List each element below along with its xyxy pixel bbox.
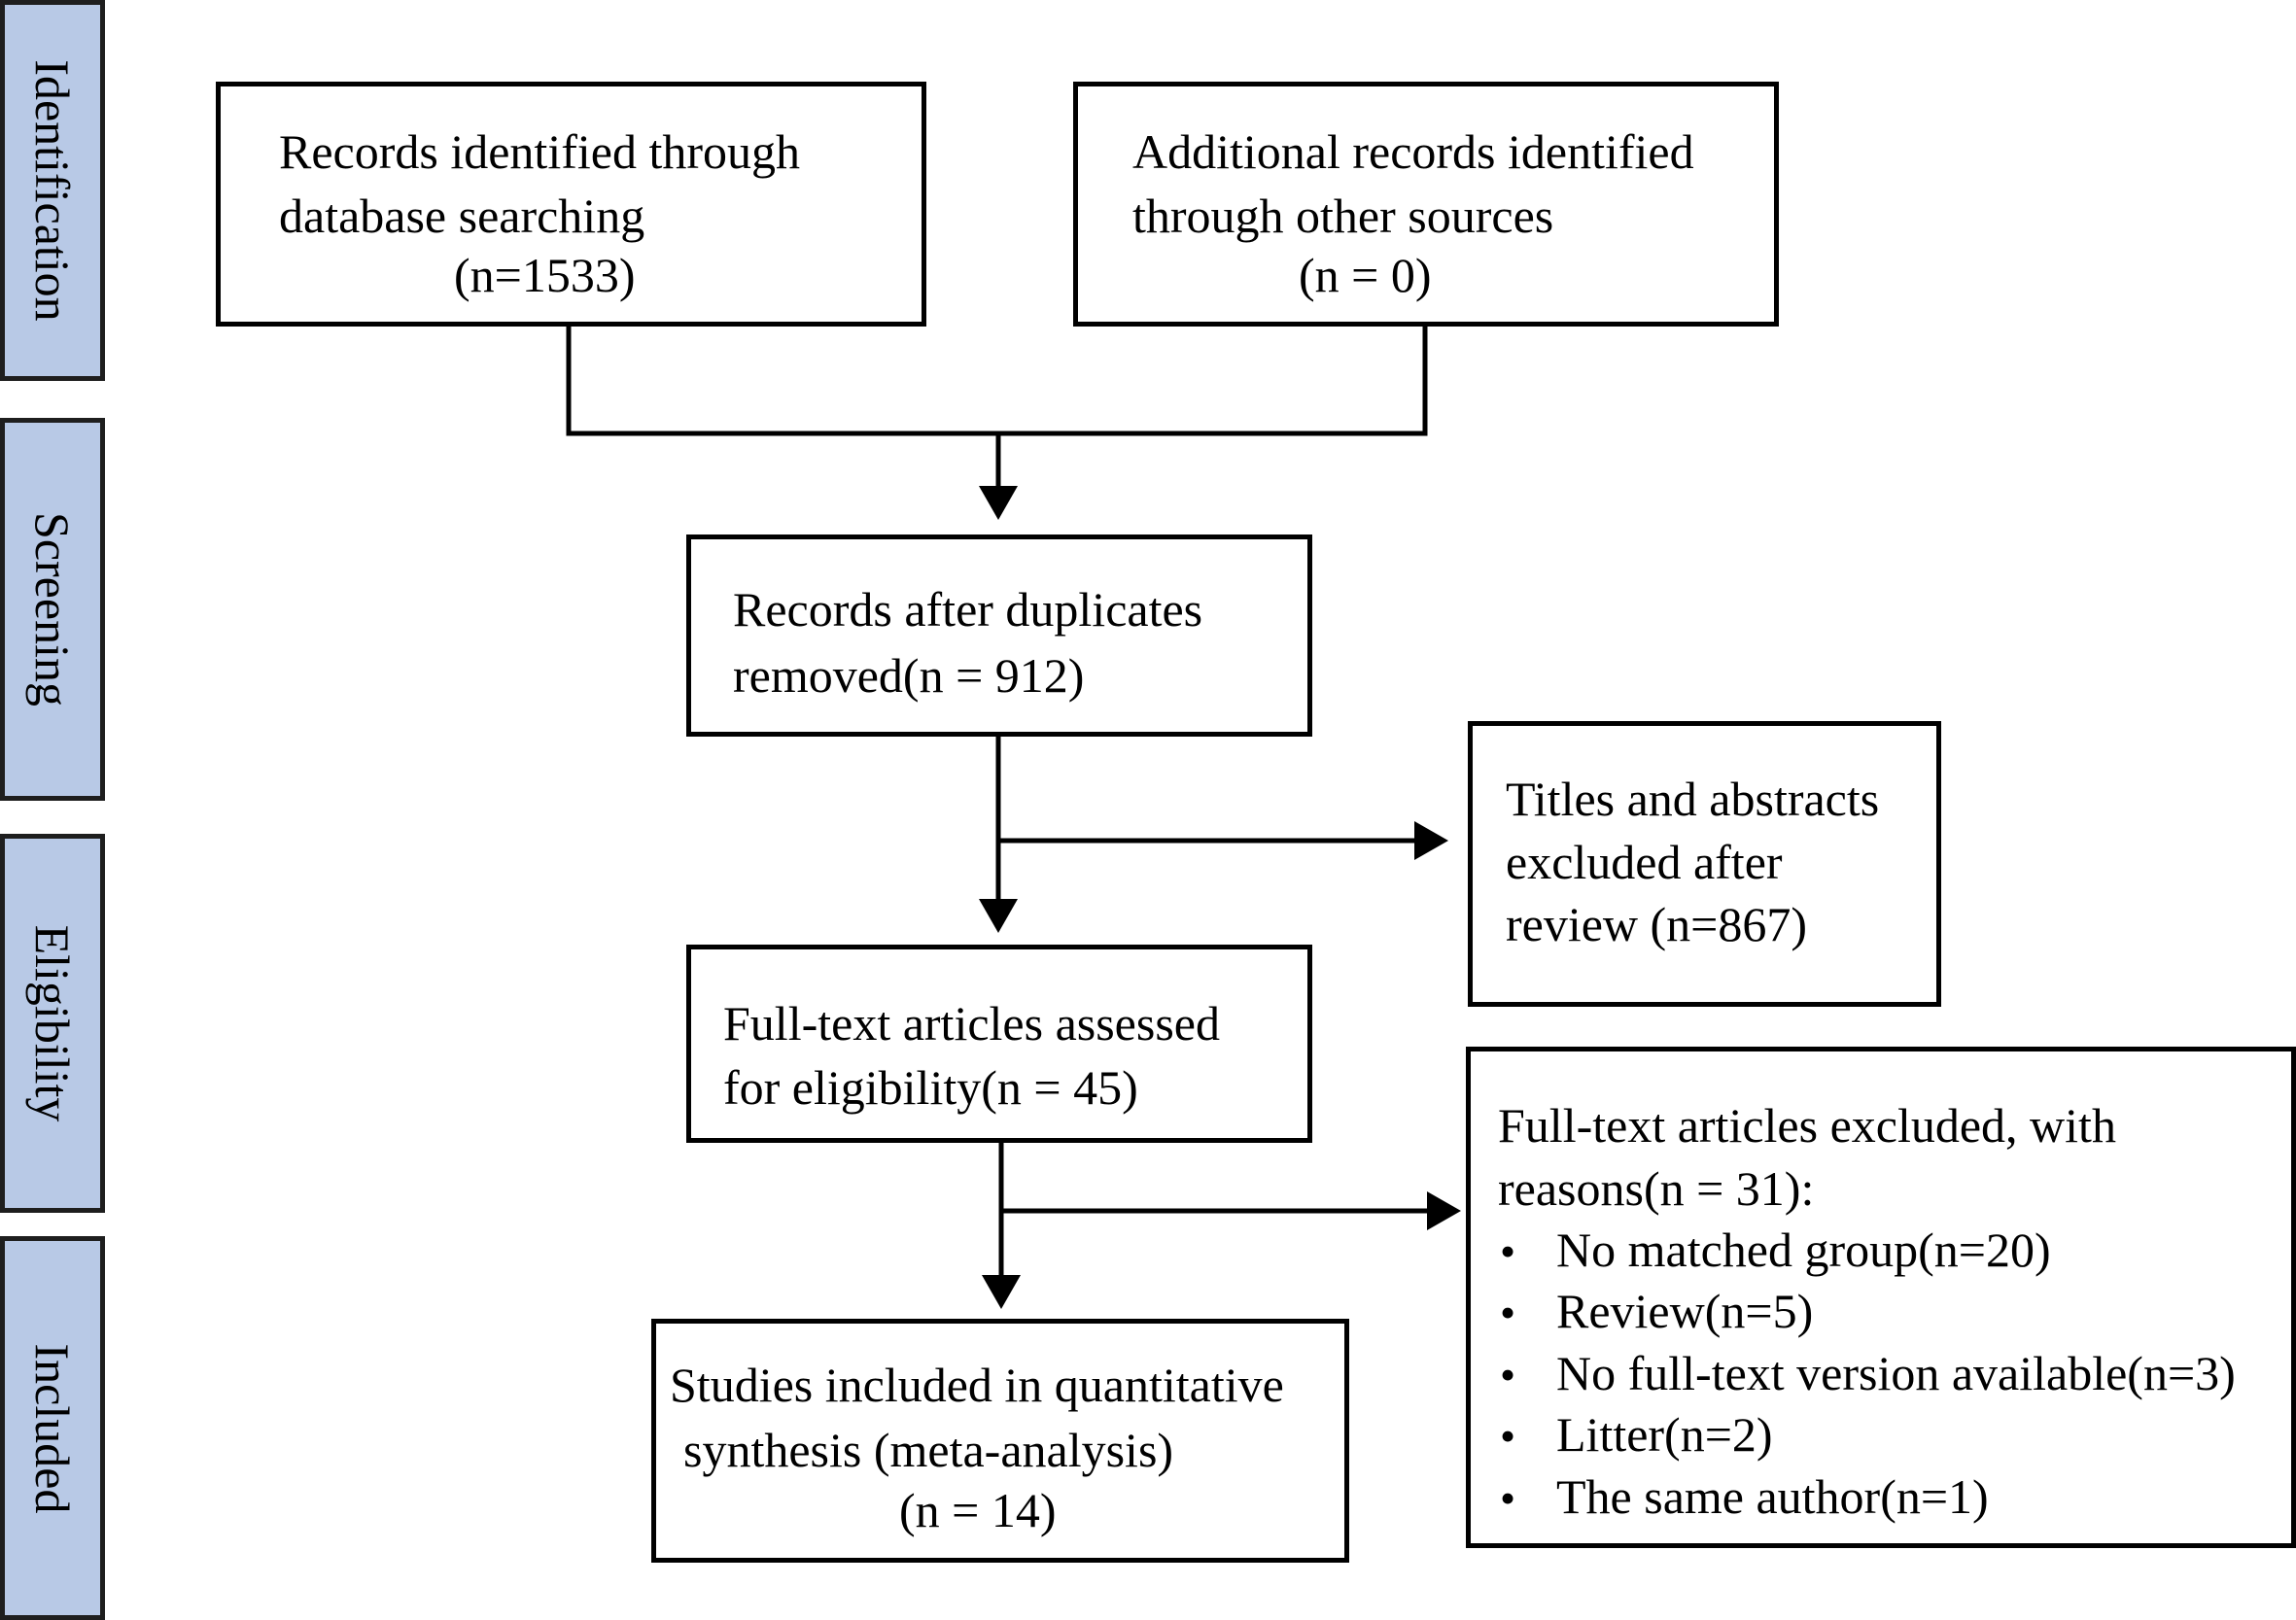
fulltext-excluded-box: Full-text articles excluded, with reason… — [1466, 1047, 2296, 1548]
titles-excluded-line-1: Titles and abstracts — [1506, 772, 1880, 826]
database-records-count: (n=1533) — [454, 248, 636, 302]
included-studies-count: (n = 14) — [899, 1483, 1057, 1537]
titles-excluded-line-2: excluded after — [1506, 835, 1783, 889]
phase-included: Included — [0, 1236, 105, 1620]
other-sources-line-2: through other sources — [1132, 189, 1554, 243]
database-records-box: Records identified through database sear… — [216, 82, 926, 327]
titles-excluded-line-3: review (n=867) — [1506, 897, 1808, 951]
titles-abstracts-excluded-box: Titles and abstracts excluded after revi… — [1468, 721, 1941, 1007]
fulltext-assessed-line-2: for eligibility(n = 45) — [723, 1060, 1138, 1115]
phase-eligibility: Eligibility — [0, 834, 105, 1213]
database-records-line-1: Records identified through — [279, 124, 800, 179]
reason-item: No full-text version available(n=3) — [1556, 1346, 2236, 1400]
fulltext-excluded-line-2: reasons(n = 31): — [1498, 1161, 1815, 1216]
phase-eligibility-label: Eligibility — [25, 924, 80, 1122]
after-duplicates-line-1: Records after duplicates — [733, 582, 1203, 637]
phase-screening-label: Screening — [25, 512, 80, 707]
reason-bullet: • — [1500, 1411, 1516, 1461]
reason-bullet: • — [1500, 1350, 1516, 1399]
fulltext-excluded-line-1: Full-text articles excluded, with — [1498, 1098, 2116, 1153]
other-sources-count: (n = 0) — [1299, 248, 1432, 302]
phase-screening: Screening — [0, 418, 105, 801]
phase-identification: Identification — [0, 0, 105, 381]
included-studies-line-1: Studies included in quantitative — [670, 1358, 1284, 1412]
reason-bullet: • — [1500, 1226, 1516, 1276]
reason-item: Litter(n=2) — [1556, 1407, 1773, 1462]
included-studies-line-2: synthesis (meta-analysis) — [683, 1423, 1174, 1477]
fulltext-assessed-box: Full-text articles assessed for eligibil… — [686, 945, 1312, 1143]
reason-item: The same author(n=1) — [1556, 1469, 1989, 1524]
reason-item: No matched group(n=20) — [1556, 1223, 2051, 1277]
after-duplicates-line-2: removed(n = 912) — [733, 648, 1085, 703]
included-studies-box: Studies included in quantitative synthes… — [651, 1319, 1349, 1563]
database-records-line-2: database searching — [279, 189, 645, 243]
other-sources-line-1: Additional records identified — [1132, 124, 1694, 179]
reason-bullet: • — [1500, 1473, 1516, 1523]
other-sources-box: Additional records identified through ot… — [1073, 82, 1779, 327]
fulltext-assessed-line-1: Full-text articles assessed — [723, 996, 1220, 1051]
reason-item: Review(n=5) — [1556, 1284, 1814, 1338]
reason-bullet: • — [1500, 1288, 1516, 1337]
merge-line — [566, 325, 1428, 436]
after-duplicates-box: Records after duplicates removed(n = 912… — [686, 534, 1312, 737]
phase-included-label: Included — [25, 1343, 80, 1513]
phase-identification-label: Identification — [25, 59, 80, 322]
